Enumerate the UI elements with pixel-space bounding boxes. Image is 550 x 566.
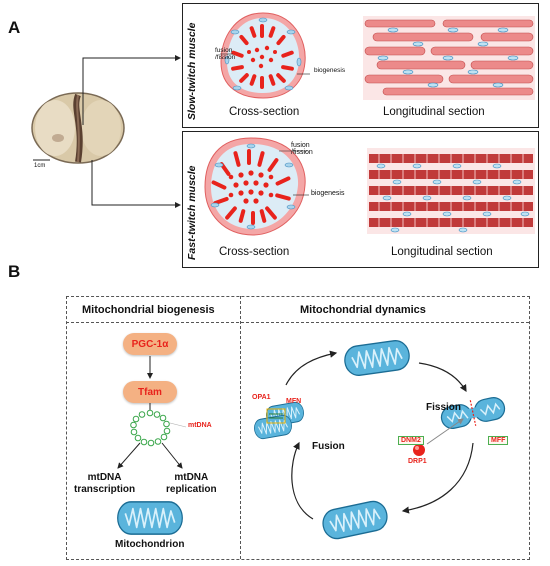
fast-cross-caption: Cross-section: [219, 246, 290, 258]
fast-fusion-fission-label: fusion /fission: [291, 142, 313, 157]
mtdna-replication-label: mtDNA replication: [166, 472, 217, 495]
dynamics-cycle: [252, 338, 506, 543]
biogenesis-title: Mitochondrial biogenesis: [82, 304, 215, 316]
muscle-photo: [31, 92, 125, 164]
top-mitochondrion: [342, 338, 412, 378]
slow-twitch-box: Slow-twitch muscle fusion /fission bioge…: [182, 3, 539, 128]
bottom-mitochondrion: [319, 497, 391, 543]
fast-biogenesis-label: biogenesis: [311, 190, 345, 197]
mff-label: MFF: [488, 436, 509, 445]
mtdna-label: mtDNA: [188, 422, 212, 429]
fast-cross-section: [204, 137, 309, 236]
opa1-label: OPA1: [252, 394, 271, 401]
fission-label: Fission: [426, 402, 462, 413]
slow-twitch-label: Slow-twitch muscle: [186, 22, 198, 120]
dynamics-title: Mitochondrial dynamics: [300, 304, 426, 316]
mitochondrion-label: Mitochondrion: [115, 539, 185, 550]
panel-b-column-divider: [240, 296, 241, 559]
slow-fusion-fission-label: fusion /fission: [215, 47, 236, 61]
fast-twitch-label: Fast-twitch muscle: [186, 165, 198, 260]
pgc1a-node: PGC-1α: [123, 333, 177, 355]
panel-a-connectors: [82, 55, 181, 208]
mtdna-ring: [130, 409, 171, 447]
panel-b-box: [66, 296, 530, 560]
fast-longitudinal-caption: Longitudinal section: [391, 246, 493, 258]
fast-longitudinal-section: [367, 148, 535, 234]
tfam-node: Tfam: [123, 381, 177, 403]
slow-longitudinal-caption: Longitudinal section: [383, 106, 485, 118]
dnm2-label: DNM2: [398, 436, 424, 445]
slow-longitudinal-section: [363, 16, 535, 100]
mtdna-transcription-label: mtDNA transcription: [74, 472, 136, 495]
slow-cross-section: [220, 12, 310, 99]
biogenesis-diagram: [116, 356, 187, 536]
scale-bar-label: 1cm: [34, 163, 46, 169]
drp1-label: DRP1: [408, 458, 427, 465]
panel-a-letter: A: [8, 18, 21, 37]
panel-b-header-divider: [66, 322, 529, 323]
slow-cross-caption: Cross-section: [229, 106, 300, 118]
panel-b-letter: B: [8, 262, 21, 281]
fast-twitch-box: Fast-twitch muscle fusion /fission bioge…: [182, 131, 539, 268]
mfn-label: MFN: [286, 398, 302, 405]
fusion-label: Fusion: [312, 441, 345, 452]
slow-biogenesis-label: biogenesis: [314, 67, 346, 74]
